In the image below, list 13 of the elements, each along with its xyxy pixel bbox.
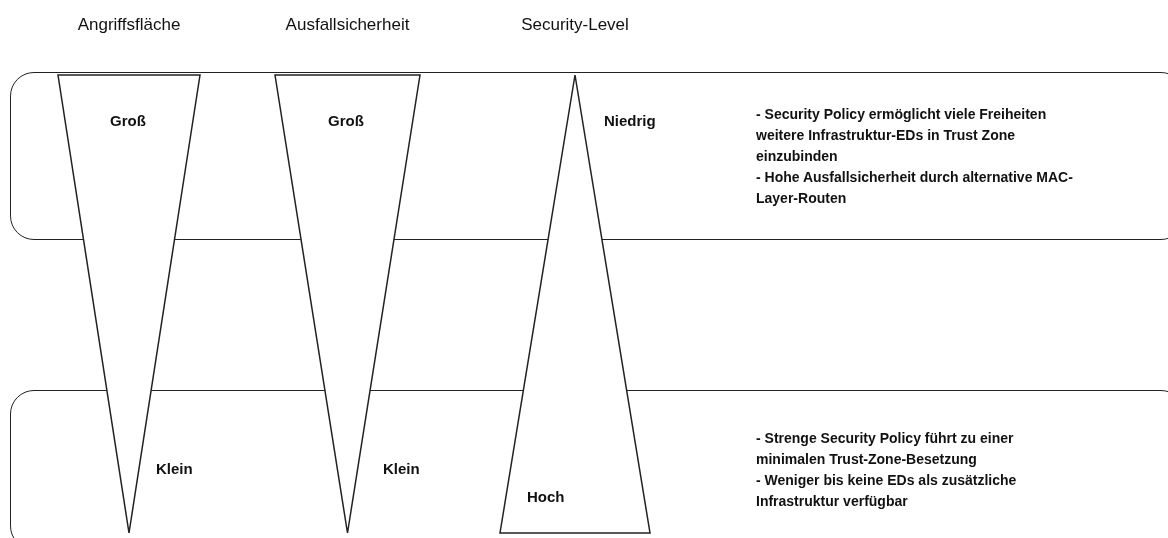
note-text: - Hohe Ausfallsicherheit durch alternative MAC-Layer-Routen bbox=[756, 167, 1074, 208]
column-heading: Security-Level bbox=[520, 15, 630, 35]
scale-value: Klein bbox=[156, 460, 193, 477]
scale-value: Groß bbox=[328, 112, 364, 129]
scale-value: Klein bbox=[383, 460, 420, 477]
column-heading: Ausfallsicherheit bbox=[284, 15, 411, 35]
scale-value: Niedrig bbox=[604, 112, 656, 129]
note-text: - Strenge Security Policy führt zu einer minimalen Trust-Zone-Besetzung bbox=[756, 429, 1015, 469]
note-text: - Security Policy ermöglicht viele Freiheiten weitere Infrastruktur-EDs in Trust Zone einzubinden bbox=[756, 104, 1048, 166]
column-heading: Angriffsfläche bbox=[76, 15, 182, 35]
note-text: - Weniger bis keine EDs als zusätzliche Infrastruktur verfügbar bbox=[756, 471, 1018, 511]
scale-value: Hoch bbox=[527, 488, 565, 505]
scale-value: Groß bbox=[110, 112, 146, 129]
